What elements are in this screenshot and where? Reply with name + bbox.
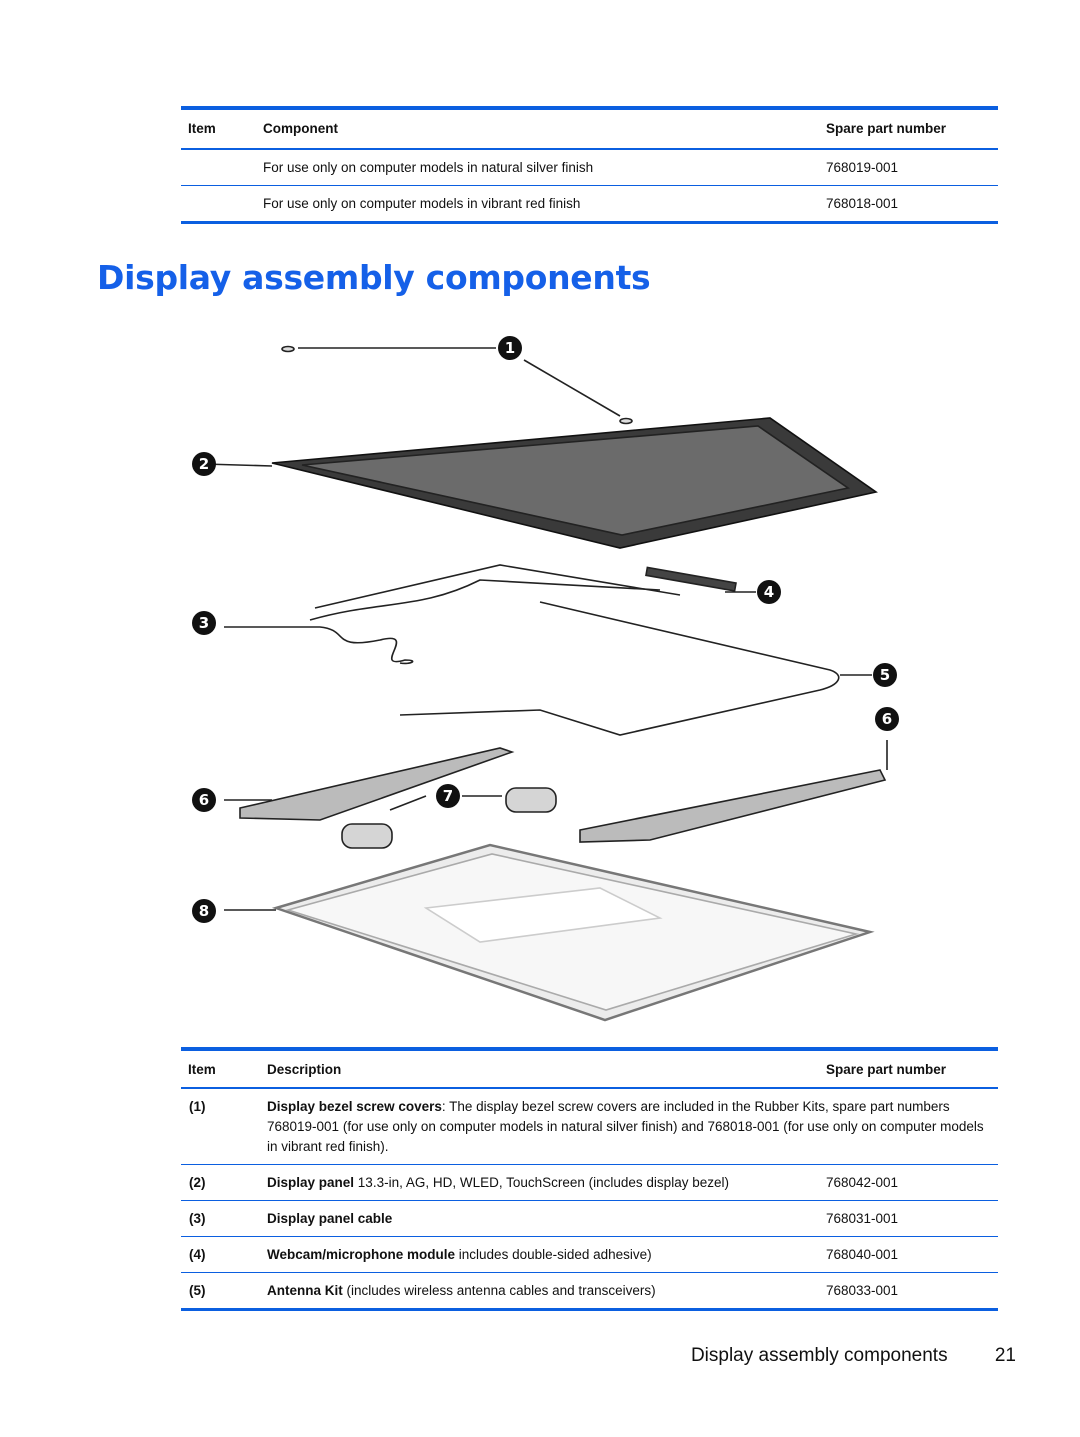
- row-desc: (includes wireless antenna cables and tr…: [342, 1283, 656, 1298]
- section-title: Display assembly components: [97, 258, 651, 297]
- header-spare-part: Spare part number: [826, 1062, 947, 1077]
- callout-6b: 6: [199, 791, 209, 809]
- row-spare-part: 768042-001: [826, 1175, 899, 1190]
- row-spare-part: 768019-001: [826, 160, 899, 175]
- row-description: Display panel 13.3-in, AG, HD, WLED, Tou…: [263, 1173, 826, 1193]
- callout-1: 1: [505, 339, 515, 357]
- row-component: For use only on computer models in natur…: [263, 160, 594, 175]
- table-header: Item Description Spare part number: [181, 1051, 998, 1089]
- row-name: Display bezel screw covers: [267, 1099, 442, 1114]
- row-item: (2): [189, 1175, 206, 1190]
- row-name: Display panel: [267, 1175, 355, 1190]
- table-header: Item Component Spare part number: [181, 110, 998, 150]
- table-row: For use only on computer models in natur…: [181, 150, 998, 186]
- row-description: Webcam/microphone module includes double…: [263, 1245, 826, 1265]
- table-row: (1) Display bezel screw covers: The disp…: [181, 1089, 998, 1165]
- page-footer: Display assembly components 21: [691, 1345, 1016, 1367]
- callout-2: 2: [199, 455, 209, 473]
- row-item: (1): [189, 1099, 206, 1114]
- row-item: (4): [189, 1247, 206, 1262]
- footer-section-title: Display assembly components: [690, 1345, 948, 1366]
- table-row: (4) Webcam/microphone module includes do…: [181, 1237, 998, 1273]
- header-spare-part: Spare part number: [826, 121, 947, 136]
- row-spare-part: 768040-001: [826, 1247, 899, 1262]
- row-desc: 13.3-in, AG, HD, WLED, TouchScreen (incl…: [354, 1175, 729, 1190]
- header-component: Component: [263, 121, 338, 136]
- header-description: Description: [267, 1062, 342, 1077]
- table-row: (3) Display panel cable 768031-001: [181, 1201, 998, 1237]
- row-description: Display bezel screw covers: The display …: [263, 1097, 998, 1157]
- row-name: Antenna Kit: [267, 1283, 343, 1298]
- spare-parts-table-bottom: Item Description Spare part number (1) D…: [181, 1047, 998, 1311]
- row-description: Display panel cable: [263, 1209, 826, 1229]
- row-spare-part: 768018-001: [826, 196, 899, 211]
- table-row: (5) Antenna Kit (includes wireless anten…: [181, 1273, 998, 1308]
- row-name: Webcam/microphone module: [267, 1247, 456, 1262]
- row-desc: : The display bezel screw covers are inc…: [267, 1099, 984, 1154]
- table-row: (2) Display panel 13.3-in, AG, HD, WLED,…: [181, 1165, 998, 1201]
- callout-badges: [192, 336, 899, 923]
- row-spare-part: 768031-001: [826, 1211, 899, 1226]
- table-row: For use only on computer models in vibra…: [181, 186, 998, 221]
- header-item: Item: [188, 1062, 216, 1077]
- row-spare-part: 768033-001: [826, 1283, 899, 1298]
- row-item: (5): [189, 1283, 206, 1298]
- callout-4: 4: [764, 583, 774, 601]
- header-item: Item: [188, 121, 216, 136]
- exploded-view-illustration: 1 2 3 4 5 6 6 7 8: [192, 336, 899, 1022]
- callout-8: 8: [199, 902, 209, 920]
- page-number: 21: [994, 1345, 1016, 1366]
- row-desc: includes double-sided adhesive): [455, 1247, 652, 1262]
- callout-3: 3: [199, 614, 209, 632]
- callout-7: 7: [443, 787, 453, 805]
- spare-parts-table-top: Item Component Spare part number For use…: [181, 106, 998, 224]
- row-item: (3): [189, 1211, 206, 1226]
- row-component: For use only on computer models in vibra…: [263, 196, 581, 211]
- callout-6a: 6: [882, 710, 892, 728]
- row-description: Antenna Kit (includes wireless antenna c…: [263, 1281, 826, 1301]
- callout-5: 5: [880, 666, 890, 684]
- row-name: Display panel cable: [267, 1211, 393, 1226]
